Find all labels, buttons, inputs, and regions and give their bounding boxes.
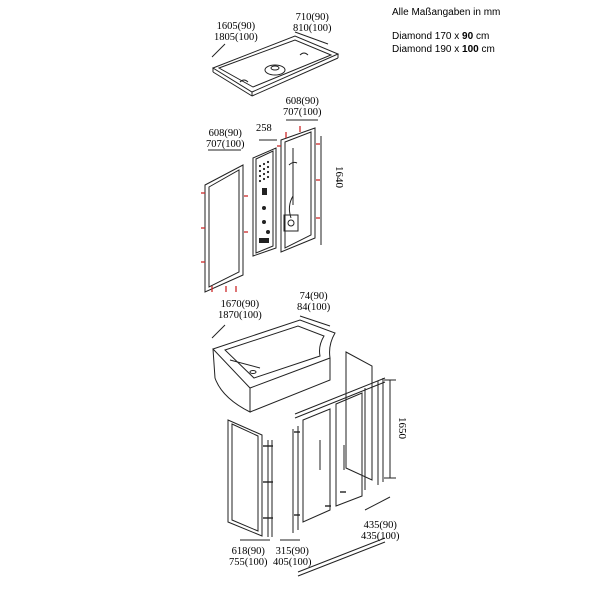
- model-100-unit: cm: [478, 44, 495, 55]
- tub-depth-90: 74(90): [299, 291, 328, 302]
- roof-depth-dim: 710(90) 810(100): [293, 12, 332, 34]
- side-inner-dim: 315(90) 405(100): [273, 546, 312, 568]
- side-width-100: 755(100): [229, 557, 268, 568]
- left-panel-width-90: 608(90): [208, 128, 242, 139]
- right-panel-width-dim: 608(90) 707(100): [283, 96, 322, 118]
- door-width-dim: 435(90) 435(100): [361, 520, 400, 542]
- right-panel-width-90: 608(90): [285, 96, 319, 107]
- door-width-100: 435(100): [361, 531, 400, 542]
- bathtub: [212, 319, 336, 413]
- units-note: Alle Maßangaben in mm: [392, 7, 501, 18]
- panel-height-dim: 1640: [333, 166, 345, 188]
- right-panel-width-100: 707(100): [283, 107, 322, 118]
- roof-length-100: 1805(100): [214, 32, 258, 43]
- right-wall-panel: [280, 127, 316, 253]
- left-wall-panel: [204, 164, 244, 293]
- roof-length-dim: 1605(90) 1805(100): [214, 21, 258, 43]
- model-100-label: Diamond 190 x: [392, 44, 463, 55]
- left-panel-width-dim: 608(90) 707(100): [206, 128, 245, 150]
- roof-depth-90: 710(90): [295, 12, 329, 23]
- tub-depth-dim: 74(90) 84(100): [297, 291, 330, 313]
- side-width-dim: 618(90) 755(100): [229, 546, 268, 568]
- glass-side-panel: [227, 419, 263, 537]
- roof-part: [211, 35, 340, 97]
- model-90-depth: 90: [462, 31, 474, 42]
- side-inner-100: 405(100): [273, 557, 312, 568]
- center-column-nozzles: [258, 160, 270, 243]
- roof-length-90: 1605(90): [216, 21, 256, 32]
- tub-depth-100: 84(100): [297, 302, 331, 313]
- door-width-90: 435(90): [363, 520, 397, 531]
- model-90-unit: cm: [473, 31, 490, 42]
- model-100-depth: 100: [462, 44, 479, 55]
- model-90-label: Diamond 170 x: [392, 31, 463, 42]
- side-inner-90: 315(90): [275, 546, 309, 557]
- roof-depth-100: 810(100): [293, 23, 332, 34]
- tub-length-dim: 1670(90) 1870(100): [218, 299, 262, 321]
- glass-doors: [267, 351, 386, 577]
- center-column-panel: [252, 139, 277, 257]
- side-width-90: 618(90): [231, 546, 265, 557]
- left-panel-width-100: 707(100): [206, 139, 245, 150]
- model-90-note: Diamond 170 x 90 cm: [392, 31, 489, 43]
- tub-length-100: 1870(100): [218, 310, 262, 321]
- door-fittings: [263, 431, 346, 519]
- tub-length-90: 1670(90): [220, 299, 260, 310]
- column-width-dim: 258: [256, 123, 272, 134]
- model-100-note: Diamond 190 x 100 cm: [392, 44, 495, 56]
- door-height-dim: 1650: [396, 417, 408, 439]
- panel-screws: [201, 126, 320, 292]
